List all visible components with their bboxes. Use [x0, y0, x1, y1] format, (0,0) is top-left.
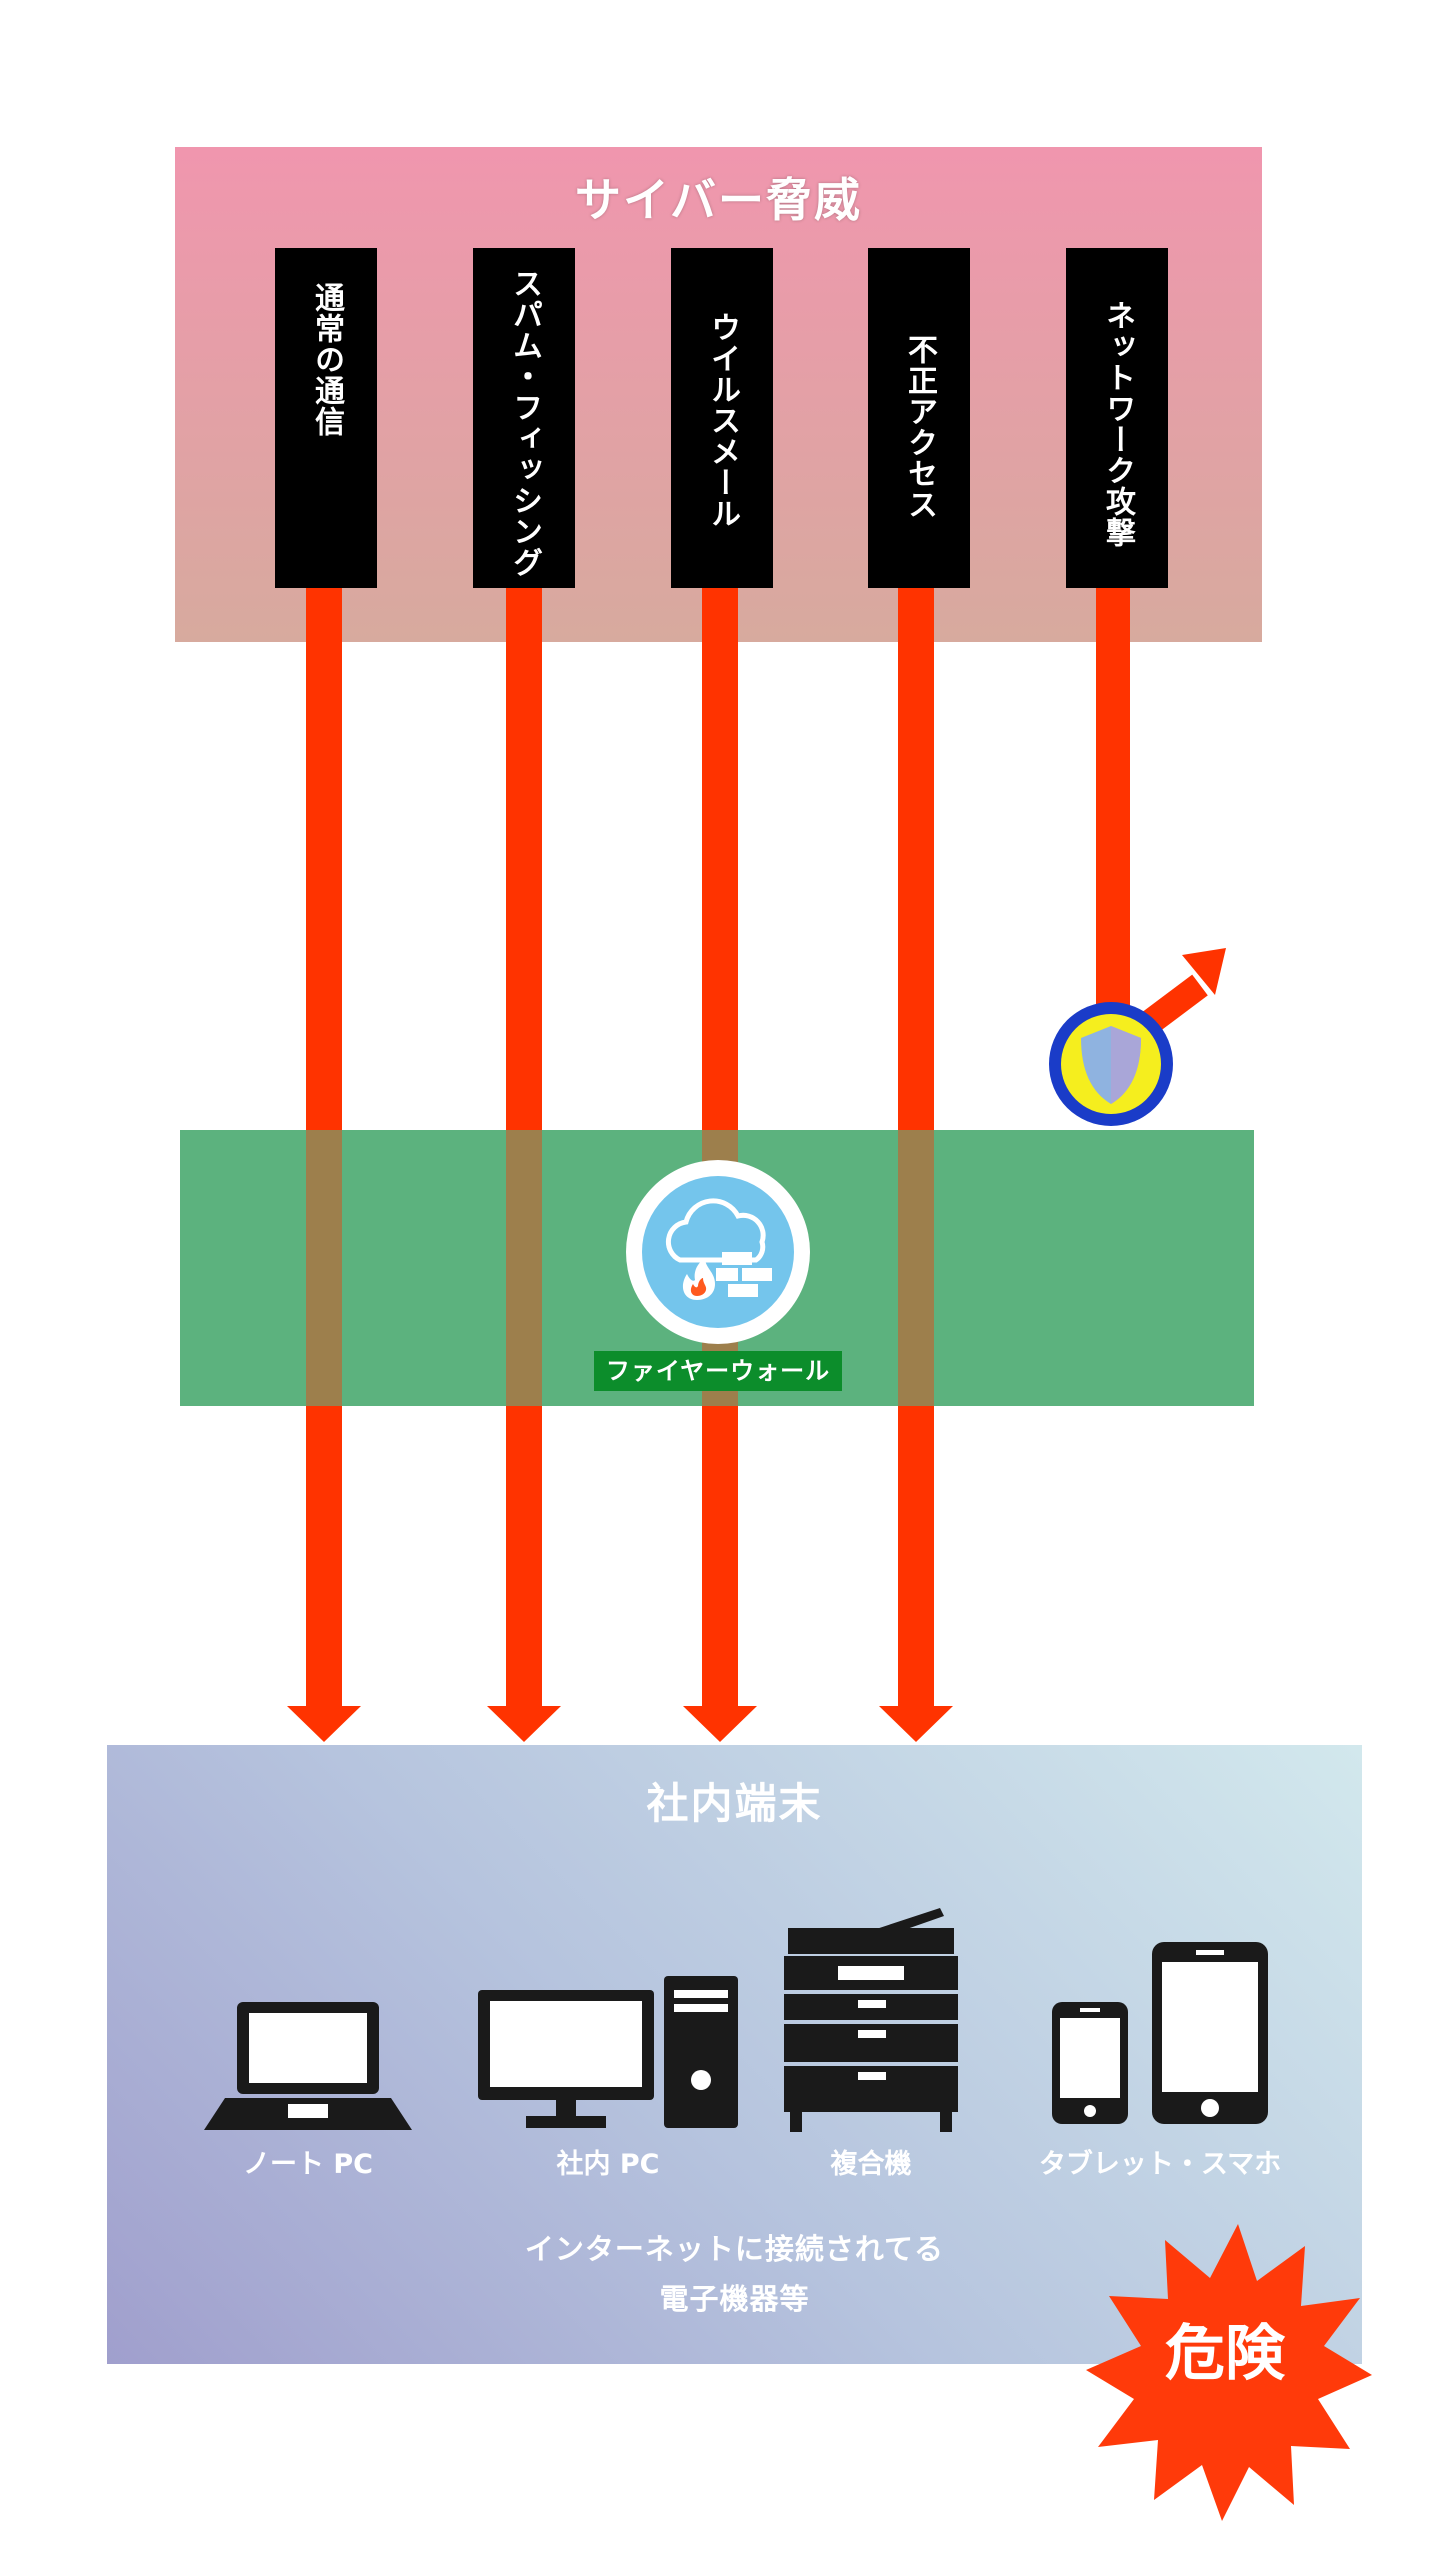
threat-label: ネットワーク攻撃	[1100, 300, 1135, 548]
cyber-threat-title: サイバー脅威	[574, 173, 863, 227]
threat-label: 不正アクセス	[902, 334, 937, 520]
device-label-tablet-smartphone: タブレット・スマホ	[1038, 2149, 1282, 2180]
threat-label: ウイルスメール	[705, 312, 740, 529]
burst-icon	[1086, 2224, 1372, 2521]
laptop-icon	[204, 2002, 412, 2130]
internal-terminals-title: 社内端末	[646, 1779, 823, 1828]
threat-unauthorized-access: 不正アクセス	[868, 248, 970, 588]
danger-label: 危険	[1165, 2319, 1285, 2389]
printer-icon	[784, 1908, 958, 2132]
terminals-note-line1: インターネットに接続されてる	[524, 2232, 945, 2266]
threat-normal-traffic: 通常の通信	[275, 248, 377, 588]
threat-spam-phishing: スパム・フィッシング	[473, 248, 575, 588]
firewall-label: ファイヤーウォール	[594, 1351, 842, 1391]
device-label-printer: 複合機	[830, 2149, 912, 2180]
threat-network-attack: ネットワーク攻撃	[1066, 248, 1168, 588]
cloud-firewall-icon	[626, 1160, 810, 1344]
device-label-desktop-pc: 社内 PC	[556, 2149, 660, 2180]
shield-icon	[1049, 1002, 1173, 1126]
threat-virus-mail: ウイルスメール	[671, 248, 773, 588]
terminals-note-line2: 電子機器等	[659, 2282, 810, 2316]
arrow-network-attack-blocked	[1096, 588, 1226, 1041]
device-label-laptop: ノート PC	[242, 2149, 373, 2180]
desktop-pc-icon	[478, 1976, 738, 2128]
tablet-smartphone-icon	[1052, 1942, 1268, 2124]
threat-label: 通常の通信	[309, 282, 344, 437]
threat-label: スパム・フィッシング	[507, 268, 542, 578]
